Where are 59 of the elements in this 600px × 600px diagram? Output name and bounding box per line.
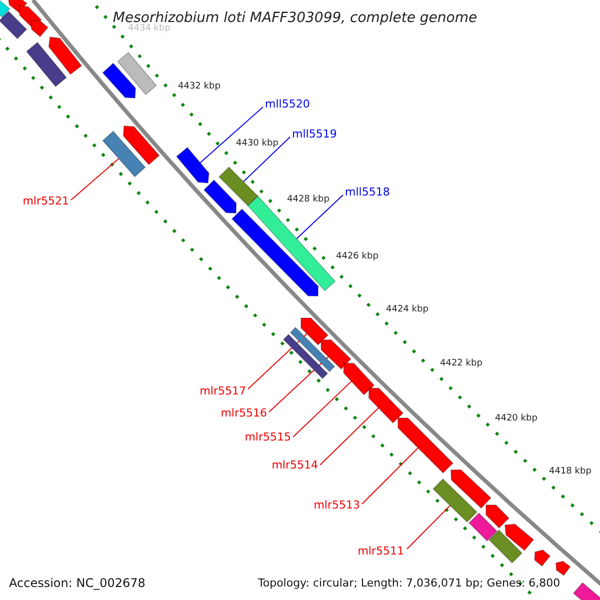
scale-label: 4422 kbp	[440, 360, 482, 368]
leader-line	[243, 136, 290, 182]
scale-label: 4432 kbp	[178, 82, 220, 92]
gene-block	[368, 388, 404, 424]
gene-bar	[102, 130, 146, 178]
gene-bar	[290, 326, 336, 372]
gene-label: mlr5513	[314, 500, 360, 510]
gene-block	[398, 418, 454, 474]
gene-label: mlr5517	[200, 386, 246, 396]
gene-label: mll5518	[345, 186, 390, 198]
gene-block	[320, 339, 352, 370]
scale-label: 4420 kbp	[495, 414, 538, 424]
scale-label: 4430 kbp	[236, 140, 278, 148]
leader-line	[200, 106, 264, 164]
gene-block	[176, 146, 210, 184]
gene-label: mll5519	[292, 128, 337, 140]
gene-bar	[26, 42, 68, 88]
title: Mesorhizobium loti MAFF303099, complete genome	[112, 11, 478, 25]
leader-line	[292, 380, 352, 438]
accession-text: Accession: NC_002678	[9, 577, 146, 589]
scale-label: 4424 kbp	[386, 306, 428, 314]
gene-block	[534, 549, 551, 567]
scale-label: 4426 kbp	[336, 252, 378, 262]
gene-block	[555, 560, 571, 576]
scale-label: 4418 kbp	[549, 468, 592, 476]
gene-label: mlr5511	[358, 546, 404, 556]
leader-line	[406, 505, 451, 550]
gene-bar	[0, 0, 10, 18]
gene-block	[343, 362, 375, 396]
gene-bar	[572, 582, 600, 600]
gene-block	[102, 62, 136, 99]
gene-label: mll5520	[265, 98, 310, 110]
gene-bar	[218, 166, 259, 207]
scale-label: 4428 kbp	[287, 196, 330, 204]
gene-bar	[117, 52, 157, 96]
gene-bar	[468, 512, 498, 542]
gene-bar	[488, 529, 523, 564]
gene-block	[300, 318, 329, 346]
scale-label: 4434 kbp	[128, 24, 170, 34]
gene-block	[122, 125, 160, 166]
leader-line	[362, 447, 419, 504]
leader-line	[70, 158, 120, 200]
gene-block	[203, 179, 237, 214]
gene-bar	[282, 334, 328, 380]
genome-info-text: Topology: circular; Length: 7,036,071 bp; Genes: 6,800	[258, 578, 560, 588]
gene-label: mlr5515	[244, 432, 291, 442]
gene-block	[231, 208, 319, 296]
gene-bar	[0, 10, 28, 40]
gene-block	[48, 36, 82, 75]
gene-block	[30, 20, 49, 38]
gene-label: mlr5516	[220, 408, 267, 418]
gene-label: mlr5521	[22, 196, 69, 206]
gene-block	[450, 469, 492, 509]
gene-label: mlr5514	[272, 460, 318, 470]
leader-line	[320, 407, 379, 466]
gene-bar	[432, 478, 478, 523]
leader-line	[296, 194, 344, 240]
gene-block	[504, 524, 534, 552]
gene-bar	[247, 196, 336, 292]
